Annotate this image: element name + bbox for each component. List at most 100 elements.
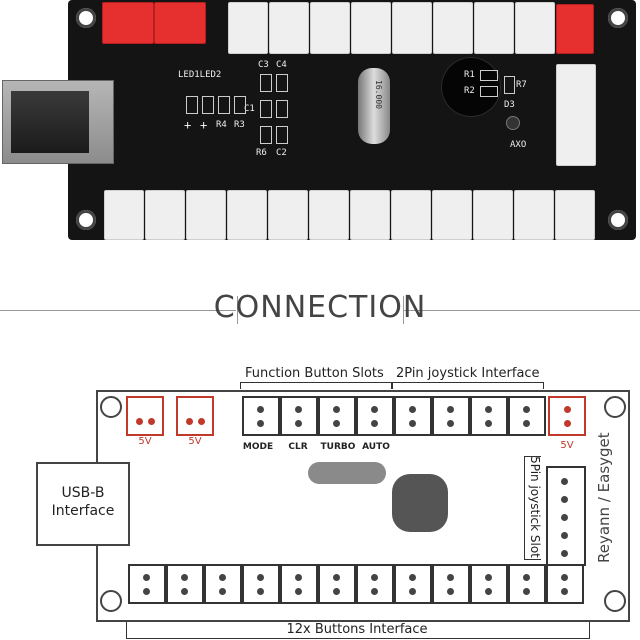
smd-capacitor: [276, 100, 288, 118]
joystick5-label: 5Pin joystick Slot: [527, 456, 542, 558]
usb-b-socket: [11, 91, 89, 153]
mount-hole: [604, 590, 626, 612]
white-connector: [269, 2, 309, 54]
button-slot: [318, 564, 356, 604]
smd-resistor: [218, 96, 230, 114]
red-connector: [154, 2, 206, 44]
silk-c3: C3: [258, 60, 269, 70]
button-slot: [280, 396, 318, 436]
section-title: CONNECTION: [213, 290, 427, 325]
power-label: 5V: [138, 436, 152, 447]
smd-capacitor: [276, 126, 288, 144]
slot-label-mode: MODE: [242, 442, 274, 452]
button-slot: [508, 396, 546, 436]
button-slot: [508, 564, 546, 604]
button-slot: [356, 564, 394, 604]
joystick2-bracket: [392, 382, 544, 389]
silk-c4: C4: [276, 60, 287, 70]
silk-plus: +: [200, 118, 208, 132]
button-slot: [242, 396, 280, 436]
button-slot: [166, 564, 204, 604]
usb-b-port: [2, 80, 114, 164]
white-connector: [268, 190, 308, 240]
led-window: [308, 462, 386, 484]
white-connector: [432, 190, 472, 240]
smd-led: [202, 96, 214, 114]
joystick-5pin-connector: [556, 64, 596, 166]
smd-capacitor: [276, 74, 288, 92]
smd-resistor: [504, 76, 515, 94]
joystick2-label: 2Pin joystick Interface: [396, 366, 540, 381]
button-slot: [432, 564, 470, 604]
smd-capacitor: [260, 126, 272, 144]
slot-label-clr: CLR: [288, 442, 308, 452]
buttons-bracket: [126, 622, 590, 639]
power-slot: [176, 396, 214, 436]
usb-label: USB-B Interface: [51, 485, 115, 519]
red-connector: [556, 4, 594, 54]
white-connector: [186, 190, 226, 240]
brand-label: Reyann / Easyget: [595, 432, 613, 563]
white-connector: [350, 190, 390, 240]
white-connector: [145, 190, 185, 240]
white-connector: [474, 2, 514, 54]
white-connector: [391, 190, 431, 240]
smd-capacitor: [260, 74, 272, 92]
title-rule-left: [0, 310, 236, 311]
power-label: 5V: [188, 436, 202, 447]
white-connector: [228, 2, 268, 54]
slot-label-turbo: TURBO: [320, 442, 356, 452]
mount-hole: [100, 396, 122, 418]
silk-plus: +: [184, 118, 192, 132]
button-slot: [432, 396, 470, 436]
silk-r3: R3: [234, 120, 245, 130]
silk-led-label: LED1LED2: [178, 70, 222, 80]
button-slot: [470, 396, 508, 436]
button-slot: [394, 564, 432, 604]
button-slot: [280, 564, 318, 604]
button-slot: [204, 564, 242, 604]
button-slot: [546, 564, 584, 604]
white-connector: [227, 190, 267, 240]
white-connector: [555, 190, 595, 240]
silk-c1: C1: [244, 104, 255, 114]
silk-r6: R6: [256, 148, 267, 158]
white-connector: [392, 2, 432, 54]
function-slots-label: Function Button Slots: [245, 366, 384, 381]
chip-outline: [392, 474, 448, 532]
white-connector: [310, 2, 350, 54]
usb-b-box: USB-B Interface: [36, 462, 130, 546]
button-slot: [394, 396, 432, 436]
slot-label-auto: AUTO: [362, 442, 390, 452]
silk-r7: R7: [516, 80, 527, 90]
white-connector: [433, 2, 473, 54]
smd-resistor: [480, 70, 498, 81]
microcontroller-chip: [442, 58, 500, 116]
crystal-marking: 16.000: [373, 80, 383, 109]
white-connector: [351, 2, 391, 54]
silk-d3: D3: [504, 100, 515, 110]
smd-resistor: [234, 96, 246, 114]
white-connector: [104, 190, 144, 240]
silk-r4: R4: [216, 120, 227, 130]
button-slot: [242, 564, 280, 604]
button-slot: [128, 564, 166, 604]
silk-r2: R2: [464, 86, 475, 96]
power-slot: [548, 396, 586, 436]
joystick-5pin-slot: [546, 466, 586, 566]
title-rule-tick: [403, 296, 404, 324]
board-diagram: 5V 5V 5V MODE CLR TURBO AUTO 5Pin joysti…: [96, 390, 630, 622]
title-rule-right: [404, 310, 640, 311]
function-slots-bracket: [240, 382, 392, 389]
white-connector: [514, 190, 554, 240]
pcb-board-photo: 16.000 LED1LED2 C3 C4 C1 R1 R2 R7 R4 R3 …: [68, 0, 636, 240]
silk-c2: C2: [276, 148, 287, 158]
white-connector: [515, 2, 555, 54]
joystick5-bracket: [524, 456, 541, 560]
silk-axo: AXO: [510, 140, 527, 150]
mount-hole: [608, 8, 628, 28]
button-slot: [470, 564, 508, 604]
white-connector: [309, 190, 349, 240]
smd-led: [506, 116, 520, 130]
power-slot: [126, 396, 164, 436]
